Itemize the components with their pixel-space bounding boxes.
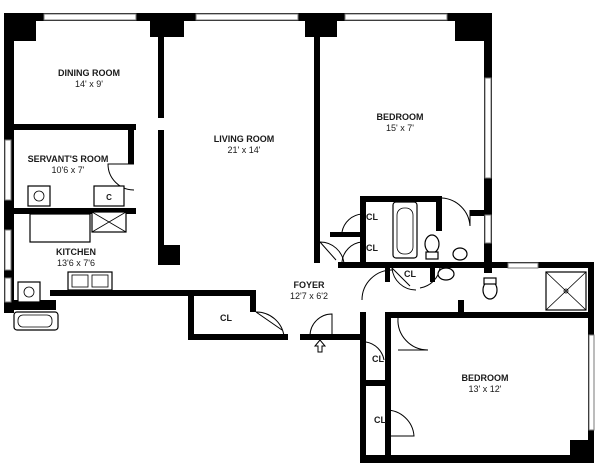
servants-room-dims: 10'6 x 7' [52,165,85,175]
living-room-dims: 21' x 14' [228,145,261,155]
servant-sink-icon [27,185,51,207]
closet-labels: CL CL CL CL CL CL [220,212,416,425]
living-room-name: LIVING ROOM [214,134,275,144]
entry-arrow-icon [313,339,327,353]
closet-label: CL [372,354,384,364]
dining-room-dims: 14' x 9' [75,79,103,89]
foyer-name: FOYER [293,280,325,290]
foyer-dims: 12'7 x 6'2 [290,291,328,301]
bedroom-1-dims: 15' x 7' [386,123,414,133]
closet-label: CL [404,269,416,279]
dining-room-name: DINING ROOM [58,68,120,78]
svg-text:C: C [106,193,112,202]
closet-label: CL [374,415,386,425]
closet-label: CL [220,313,232,323]
bathtub-icon [13,311,59,331]
servant-closet-icon [93,185,125,207]
toilet-icon [424,234,440,254]
bedroom-2-dims: 13' x 12' [469,384,502,394]
bedroom-2-name: BEDROOM [462,373,509,383]
kitchen-counter [29,213,91,243]
bath-sink-icon [452,247,468,261]
fixtures: C [13,185,587,331]
bedroom-1-name: BEDROOM [377,112,424,122]
closet-label: CL [366,243,378,253]
windows [4,13,595,431]
room-labels: DINING ROOM 14' x 9' LIVING ROOM 21' x 1… [28,68,509,394]
closet-label: CL [366,212,378,222]
bathtub-2-icon [392,201,418,259]
kitchen-dims: 13'6 x 7'6 [57,258,95,268]
servants-room-name: SERVANT'S ROOM [28,154,109,164]
kitchen-name: KITCHEN [56,247,96,257]
doors [107,163,471,437]
